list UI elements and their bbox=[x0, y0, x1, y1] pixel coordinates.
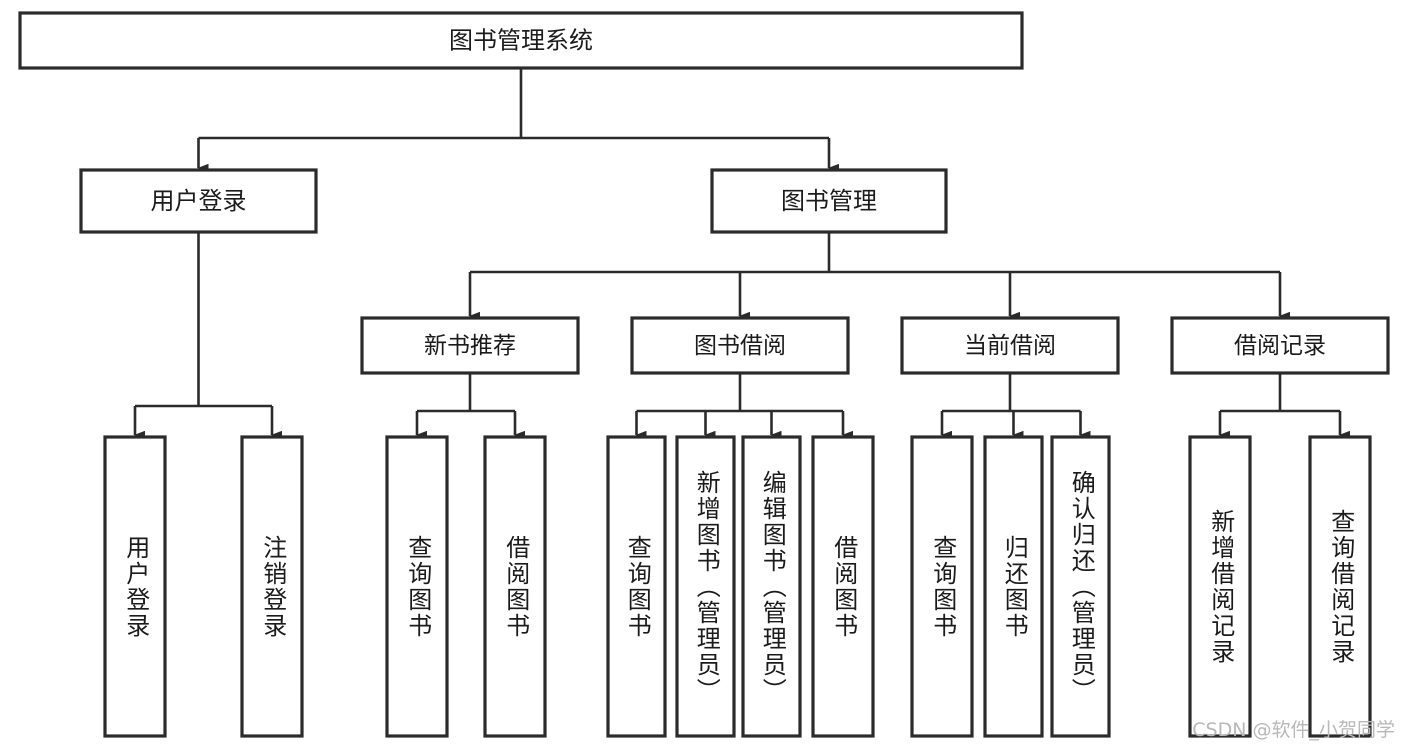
node-box[interactable] bbox=[385, 435, 449, 738]
node-label: 图书借阅 bbox=[694, 333, 786, 359]
node-label: 图书管理 bbox=[781, 187, 877, 215]
node-box[interactable] bbox=[483, 435, 547, 738]
node-leaf-confirm-return[interactable] bbox=[1050, 435, 1111, 738]
node-user-login[interactable]: 用户登录 bbox=[79, 168, 318, 234]
node-label: 借阅记录 bbox=[1234, 333, 1326, 359]
node-label: 新书推荐 bbox=[424, 333, 516, 359]
node-leaf-add-book[interactable] bbox=[675, 435, 736, 738]
node-label: 用户登录 bbox=[151, 187, 247, 215]
node-box[interactable] bbox=[1308, 435, 1372, 738]
node-box[interactable] bbox=[79, 168, 318, 234]
node-book-borrow[interactable]: 图书借阅 bbox=[630, 316, 850, 375]
node-box[interactable] bbox=[240, 435, 304, 738]
watermark-text: CSDN @软件_小贺同学 bbox=[1192, 719, 1395, 741]
node-box[interactable] bbox=[1050, 435, 1111, 738]
node-box[interactable] bbox=[675, 435, 736, 738]
edges-layer bbox=[133, 68, 1350, 440]
node-leaf-edit-book[interactable] bbox=[741, 435, 802, 738]
node-current-borrow[interactable]: 当前借阅 bbox=[900, 316, 1120, 375]
node-box[interactable] bbox=[983, 435, 1044, 738]
node-leaf-query-book-1[interactable] bbox=[385, 435, 449, 738]
node-box[interactable] bbox=[1188, 435, 1252, 738]
node-box[interactable] bbox=[710, 168, 948, 234]
node-leaf-query-book-3[interactable] bbox=[910, 435, 974, 738]
node-leaf-user-login[interactable] bbox=[103, 435, 167, 738]
node-box[interactable] bbox=[103, 435, 167, 738]
node-box[interactable] bbox=[606, 435, 667, 738]
node-box[interactable] bbox=[630, 316, 850, 375]
node-box[interactable] bbox=[1170, 316, 1390, 375]
node-root[interactable]: 图书管理系统 bbox=[18, 11, 1024, 70]
node-label: 图书管理系统 bbox=[449, 27, 593, 55]
node-leaf-logout[interactable] bbox=[240, 435, 304, 738]
node-book-manage[interactable]: 图书管理 bbox=[710, 168, 948, 234]
node-leaf-query-record[interactable] bbox=[1308, 435, 1372, 738]
node-leaf-borrow-book-1[interactable] bbox=[483, 435, 547, 738]
node-new-book-recommend[interactable]: 新书推荐 bbox=[360, 316, 580, 375]
node-box[interactable] bbox=[18, 11, 1024, 70]
node-box[interactable] bbox=[910, 435, 974, 738]
node-borrow-record[interactable]: 借阅记录 bbox=[1170, 316, 1390, 375]
node-leaf-add-record[interactable] bbox=[1188, 435, 1252, 738]
node-leaf-return-book[interactable] bbox=[983, 435, 1044, 738]
node-box[interactable] bbox=[811, 435, 875, 738]
node-label: 当前借阅 bbox=[964, 333, 1056, 359]
node-box[interactable] bbox=[900, 316, 1120, 375]
node-leaf-borrow-book-2[interactable] bbox=[811, 435, 875, 738]
node-box[interactable] bbox=[360, 316, 580, 375]
node-leaf-query-book-2[interactable] bbox=[606, 435, 667, 738]
node-box[interactable] bbox=[741, 435, 802, 738]
